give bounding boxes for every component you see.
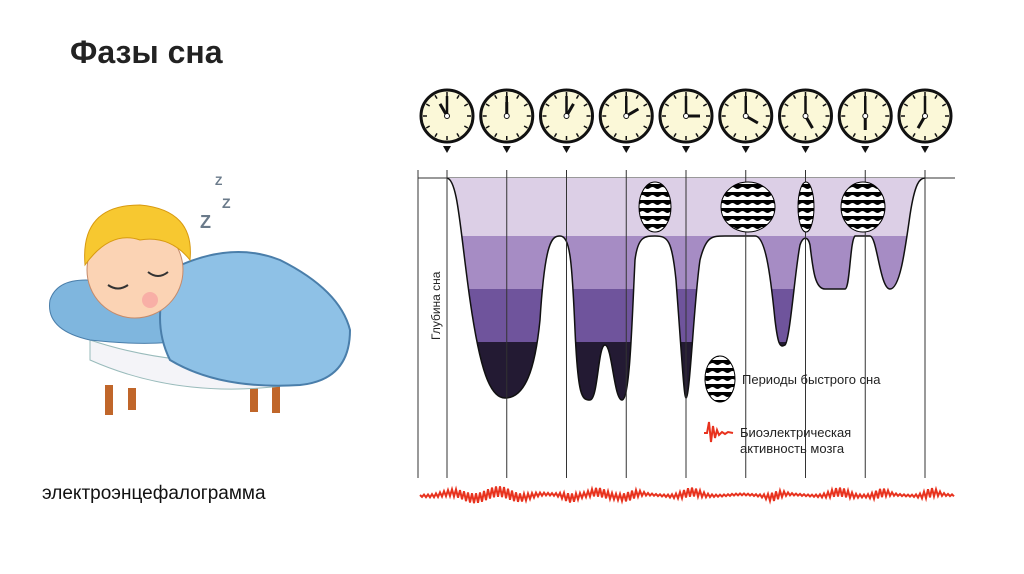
clock-pointer-icon (741, 146, 750, 153)
clock-pointer-icon (861, 146, 870, 153)
clock-pointer-icon (682, 146, 690, 153)
clock-pointer-icon (801, 146, 810, 153)
eeg-caption: электроэнцефалограмма (42, 483, 266, 504)
clock-icon (479, 88, 535, 153)
clock-pointer-icon (562, 146, 571, 153)
clock-icon (718, 88, 774, 153)
eeg-legend-label-1: Биоэлектрическая (740, 425, 851, 440)
eeg-legend-label-2: активность мозга (740, 441, 845, 456)
rem-legend-icon (704, 355, 736, 403)
eeg-legend-icon (704, 421, 734, 443)
clock-icon (778, 88, 833, 153)
svg-text:Z: Z (215, 174, 222, 188)
eeg-trace (419, 485, 955, 505)
clock-pointer-icon (443, 146, 451, 153)
clock-row (419, 88, 953, 153)
svg-text:Z: Z (200, 212, 211, 232)
depth-axis-label: Глубина сна (429, 271, 443, 340)
svg-text:Z: Z (222, 195, 231, 211)
clock-icon (658, 88, 714, 153)
rem-period (720, 181, 776, 233)
clock-pointer-icon (502, 146, 511, 153)
rem-period (797, 181, 815, 233)
clock-icon (598, 88, 654, 153)
slide-title: Фазы сна (70, 34, 223, 70)
hypnogram-outline (446, 177, 926, 401)
clock-icon (897, 88, 953, 153)
clock-icon (539, 88, 594, 153)
clock-icon (837, 88, 893, 153)
clock-pointer-icon (622, 146, 631, 153)
rem-period (638, 181, 672, 233)
clock-pointer-icon (921, 146, 929, 153)
rem-legend-label: Периоды быстрого сна (742, 372, 881, 387)
clock-icon (419, 88, 475, 153)
sleeping-child-illustration: Z Z Z (49, 174, 352, 415)
rem-period (840, 181, 886, 233)
